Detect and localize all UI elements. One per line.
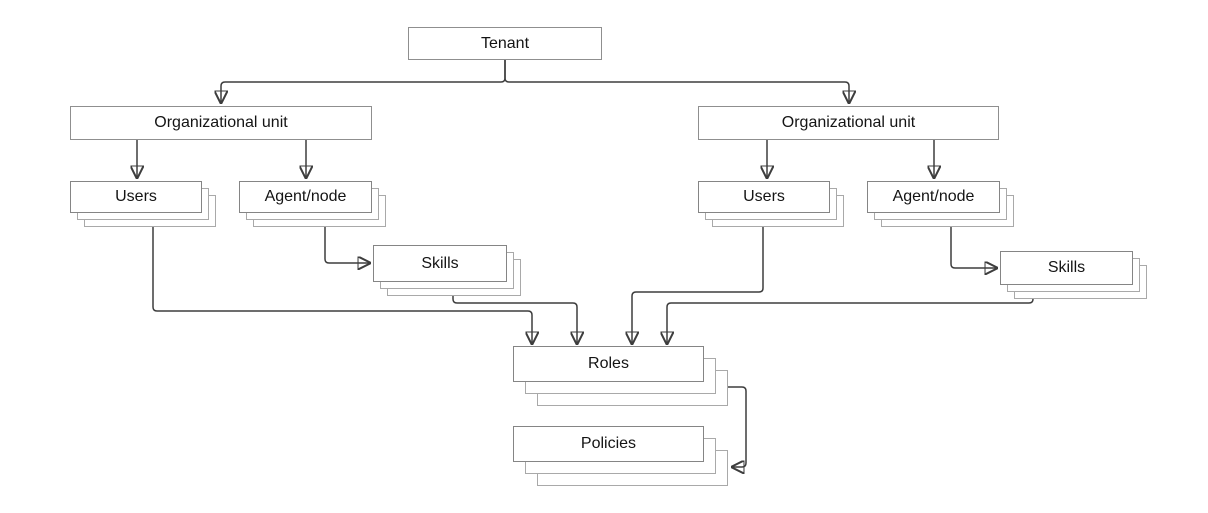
edge-tenant-to-org-left	[221, 60, 506, 102]
roles-stack: Roles	[513, 346, 728, 406]
policies-stack: Policies	[513, 426, 728, 486]
edge-agent-left-to-skills-left	[324, 227, 369, 263]
agent-node-left-node: Agent/node	[239, 181, 372, 213]
edge-agent-right-to-skills-right	[950, 227, 996, 268]
users-left-node: Users	[70, 181, 202, 213]
edge-tenant-to-org-right	[504, 60, 849, 102]
org-unit-left-node: Organizational unit	[70, 106, 372, 140]
roles-node: Roles	[513, 346, 704, 382]
agent-node-left-stack: Agent/node	[239, 181, 386, 227]
skills-right-stack: Skills	[1000, 251, 1147, 299]
edge-skills-right-to-roles	[667, 297, 1034, 343]
edge-users-right-to-roles	[632, 227, 764, 343]
users-right-stack: Users	[698, 181, 844, 227]
skills-left-node: Skills	[373, 245, 507, 282]
skills-left-stack: Skills	[373, 245, 521, 296]
users-right-node: Users	[698, 181, 830, 213]
edge-skills-left-to-roles	[452, 296, 577, 343]
users-left-stack: Users	[70, 181, 216, 227]
agent-node-right-stack: Agent/node	[867, 181, 1014, 227]
agent-node-right-node: Agent/node	[867, 181, 1000, 213]
org-unit-right-node: Organizational unit	[698, 106, 999, 140]
edge-roles-to-policies	[728, 386, 747, 467]
tenant-node: Tenant	[408, 27, 602, 60]
policies-node: Policies	[513, 426, 704, 462]
skills-right-node: Skills	[1000, 251, 1133, 285]
